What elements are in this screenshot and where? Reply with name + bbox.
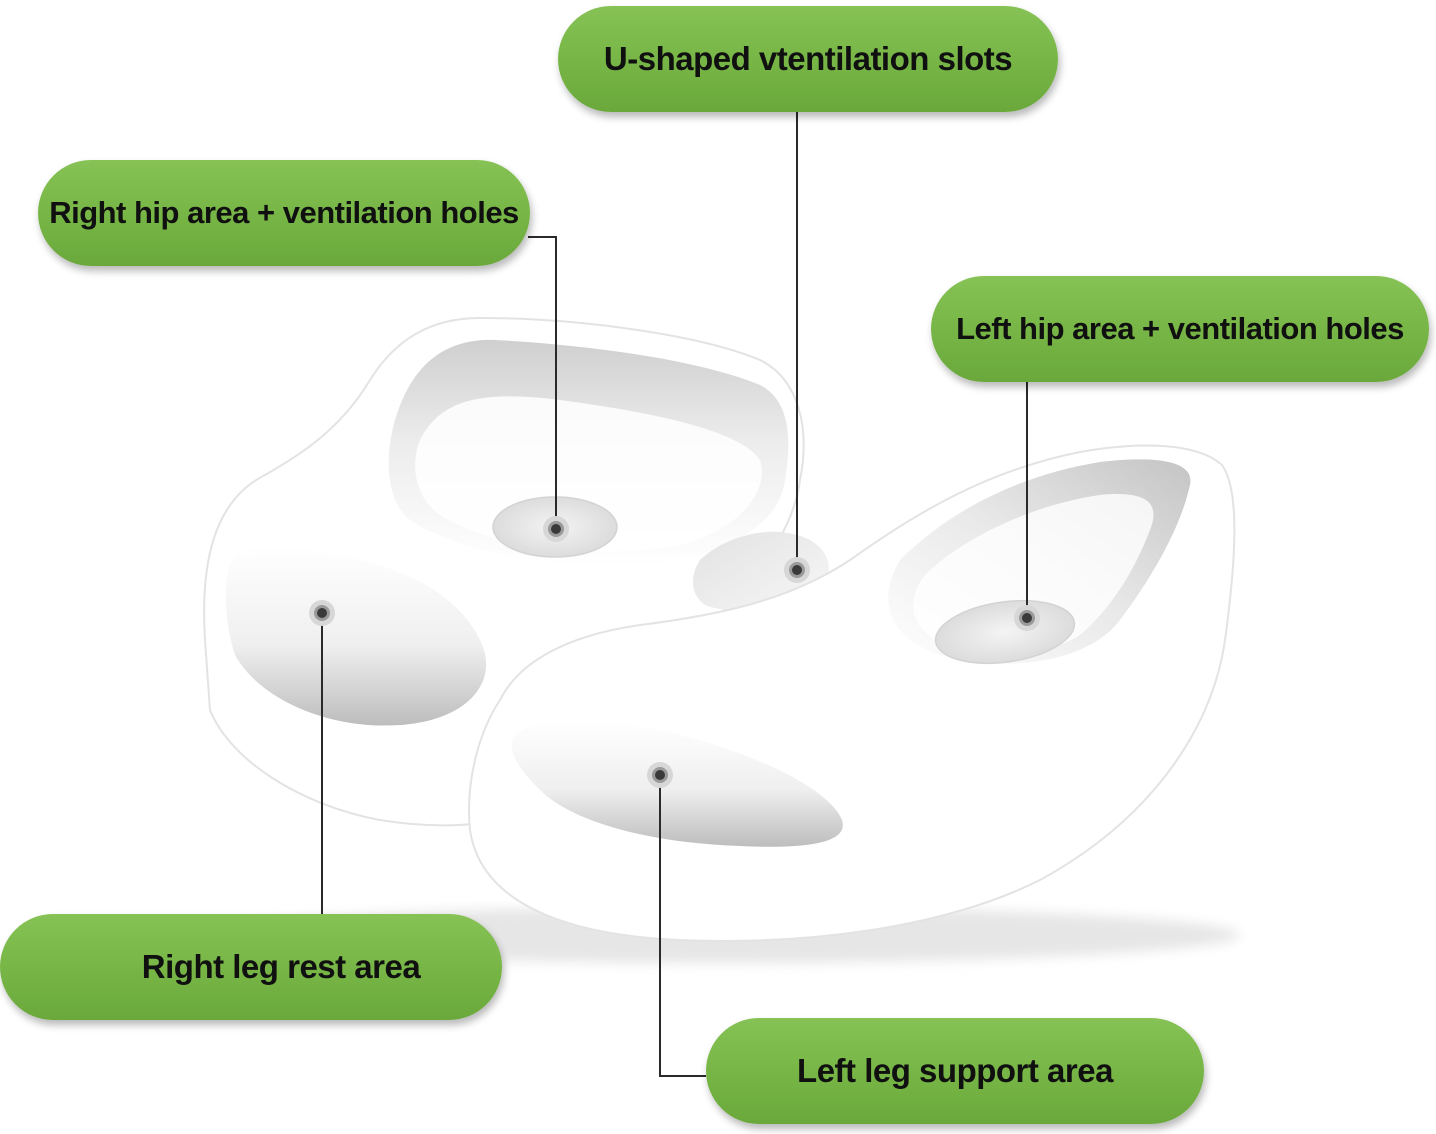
dot-left-leg: [647, 762, 673, 788]
label-left-leg-support-area-text: Left leg support area: [797, 1052, 1113, 1089]
label-u-shaped-ventilation-slots: U-shaped vtentilation slots: [558, 6, 1058, 112]
dot-right-leg: [309, 600, 335, 626]
leader-lines: [321, 112, 1028, 1077]
marker-dots: [309, 516, 1040, 788]
dot-u-slots: [784, 557, 810, 583]
leader-right-hip: [528, 236, 557, 529]
label-right-leg-rest-area: Right leg rest area: [0, 914, 502, 1020]
label-right-hip-area-text: Right hip area + ventilation holes: [49, 195, 519, 230]
leader-left-leg: [659, 775, 706, 1077]
dot-right-hip: [543, 516, 569, 542]
label-right-leg-rest-area-text: Right leg rest area: [141, 948, 421, 985]
label-left-leg-support-area: Left leg support area: [706, 1018, 1204, 1124]
label-right-hip-area: Right hip area + ventilation holes: [38, 160, 530, 266]
label-u-shaped-ventilation-slots-text: U-shaped vtentilation slots: [603, 40, 1013, 77]
right-leg-bowl: [225, 546, 487, 726]
dot-left-hip: [1014, 605, 1040, 631]
left-leg-bowl: [511, 720, 843, 847]
label-left-hip-area: Left hip area + ventilation holes: [931, 276, 1429, 382]
label-left-hip-area-text: Left hip area + ventilation holes: [956, 311, 1404, 346]
